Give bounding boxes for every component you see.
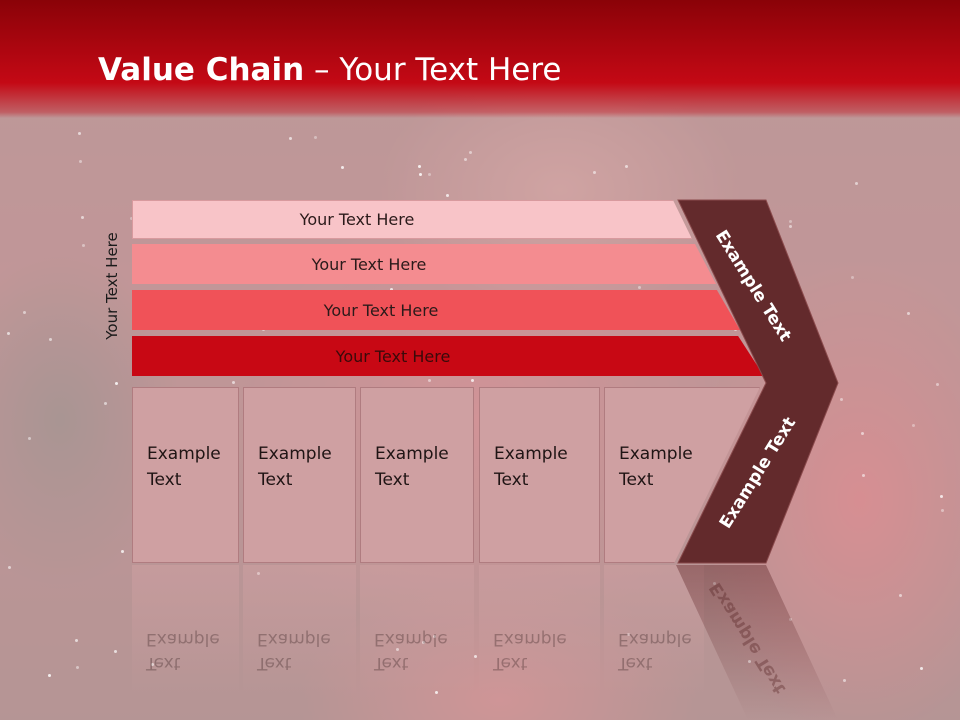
snow-sparkle [103, 402, 107, 406]
title-bold: Value Chain [98, 52, 305, 88]
snow-sparkle [6, 332, 10, 336]
snow-sparkle [74, 638, 78, 642]
activity-box-2-line1: Example [258, 444, 332, 464]
activity-box-1-line1: Example [147, 444, 221, 464]
value-bar-3-label: Your Text Here [323, 300, 439, 320]
activity-box-2-line2: Text [258, 470, 293, 490]
activity-box-4-line2: Text [494, 470, 529, 490]
activity-box-5-line1: Example [619, 444, 693, 464]
snow-sparkle [231, 381, 235, 385]
snow-sparkle [8, 566, 12, 570]
snow-sparkle [919, 666, 923, 670]
snow-sparkle [341, 165, 345, 169]
snow-sparkle [940, 494, 944, 498]
snow-sparkle [390, 287, 394, 291]
snow-sparkle [851, 276, 855, 280]
snow-sparkle [473, 654, 477, 658]
snow-sparkle [75, 666, 79, 670]
title-rest: – Your Text Here [304, 52, 562, 88]
snow-sparkle [911, 423, 915, 427]
value-bar-3[interactable]: Your Text Here [132, 290, 740, 330]
snow-sparkle [78, 160, 82, 164]
chevron-shape [677, 199, 839, 564]
snow-sparkle [936, 382, 940, 386]
snow-sparkle [789, 219, 793, 223]
snow-sparkle [463, 157, 467, 161]
snow-sparkle [47, 674, 51, 678]
snow-sparkle [855, 181, 859, 185]
snow-sparkle [428, 379, 432, 383]
slide-title[interactable]: Value Chain – Your Text Here [98, 52, 561, 88]
value-bar-2-label: Your Text Here [311, 254, 427, 274]
snow-sparkle [114, 650, 118, 654]
snow-sparkle [445, 193, 449, 197]
activity-box-5-line2: Text [619, 470, 654, 490]
snow-sparkle [638, 285, 642, 289]
value-bar-1[interactable]: Your Text Here [132, 200, 692, 239]
snow-sparkle [788, 225, 792, 229]
snow-sparkle [288, 137, 292, 141]
value-bar-2[interactable]: Your Text Here [132, 244, 716, 284]
snow-sparkle [80, 216, 84, 220]
snow-sparkle [842, 679, 846, 683]
snow-sparkle [120, 549, 124, 553]
snow-sparkle [418, 164, 422, 168]
chevron-reflection [676, 565, 838, 720]
snow-sparkle [907, 311, 911, 315]
snow-sparkle [314, 136, 318, 140]
activity-box-3-line2: Text [375, 470, 410, 490]
value-bar-4[interactable]: Your Text Here [132, 336, 764, 376]
snow-sparkle [862, 473, 866, 477]
snow-sparkle [469, 150, 473, 154]
title-bar: Value Chain – Your Text Here [0, 0, 960, 118]
snow-sparkle [839, 397, 843, 401]
snow-sparkle [419, 172, 423, 176]
snow-sparkle [592, 170, 596, 174]
snow-sparkle [81, 244, 85, 248]
value-bar-1-label: Your Text Here [299, 210, 415, 229]
snow-sparkle [427, 173, 431, 177]
snow-sparkle [940, 508, 944, 512]
snow-sparkle [77, 132, 81, 136]
value-bar-4-label: Your Text Here [335, 346, 451, 366]
activity-box-1-line2: Text [147, 470, 182, 490]
snow-sparkle [860, 431, 864, 435]
snow-sparkle [624, 165, 628, 169]
activity-box-4-line1: Example [494, 444, 568, 464]
snow-sparkle [49, 337, 53, 341]
activity-box-3-line1: Example [375, 444, 449, 464]
snow-sparkle [27, 436, 31, 440]
snow-sparkle [898, 593, 902, 597]
snow-sparkle [129, 217, 133, 221]
snow-sparkle [470, 378, 474, 382]
snow-sparkle [114, 382, 118, 386]
snow-sparkle [22, 310, 26, 314]
